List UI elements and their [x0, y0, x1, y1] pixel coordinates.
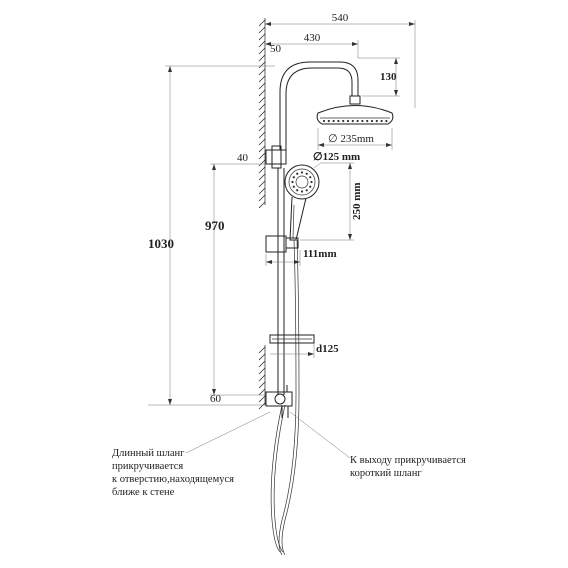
dimension-hand-length: 250 mm — [300, 162, 363, 241]
slider-holder — [265, 235, 299, 253]
upper-wall-bracket — [265, 145, 287, 169]
bottom-offset-label: 60 — [210, 393, 222, 405]
dimension-height-total: 1030 — [148, 65, 275, 406]
note-left-line-1: Длинный шланг — [112, 448, 185, 459]
hand-reach-label: 111mm — [303, 248, 337, 260]
note-left-line-2: прикручивается — [112, 461, 183, 472]
rain-shower-head — [316, 95, 394, 125]
wall-hatch-top — [258, 18, 266, 209]
shelf-diameter-label: d125 — [316, 343, 339, 355]
dimension-arm-drop: 130 — [358, 57, 400, 97]
leader-line-right — [289, 411, 351, 459]
overhead-arm — [279, 61, 359, 150]
note-left-line-4: ближе к стене — [112, 487, 175, 498]
arm-drop-label: 130 — [380, 71, 397, 83]
riser-bar — [277, 168, 285, 395]
note-long-hose: Длинный шланг прикручивается к отверстию… — [112, 448, 234, 498]
dimension-height-bar: 970 — [205, 163, 265, 396]
width-arm-label: 430 — [304, 32, 321, 44]
dimension-width-arm: 430 — [265, 32, 359, 58]
soap-shelf — [269, 334, 315, 344]
note-left-line-3: к отверстию,находящемуся — [112, 474, 234, 485]
dimension-shelf-diameter: d125 — [270, 343, 339, 358]
height-total-label: 1030 — [148, 236, 174, 251]
note-short-hose: К выходу прикручивается короткий шланг — [350, 455, 466, 479]
note-right-line-2: короткий шланг — [350, 468, 422, 479]
dimension-head-diameter: ∅ 235mm — [317, 128, 393, 150]
dimension-hand-reach: 111mm — [265, 248, 337, 266]
leader-line-left — [185, 411, 271, 454]
bracket-offset-label: 40 — [237, 152, 249, 164]
dimension-hand-diameter: ∅125 mm — [313, 151, 360, 169]
wall-offset-top-label: 50 — [270, 43, 282, 55]
diverter-mixer — [265, 385, 293, 418]
head-diameter-label: ∅ 235mm — [328, 133, 374, 145]
shower-hose — [270, 239, 300, 556]
hand-diameter-label: ∅125 mm — [313, 151, 360, 163]
wall-hatch-bottom — [258, 345, 266, 410]
note-right-line-1: К выходу прикручивается — [350, 455, 466, 466]
hand-length-label: 250 mm — [351, 182, 363, 220]
width-total-label: 540 — [332, 12, 349, 24]
height-bar-label: 970 — [205, 218, 225, 233]
hand-shower — [284, 164, 320, 241]
dimension-width-total: 540 — [265, 12, 416, 108]
